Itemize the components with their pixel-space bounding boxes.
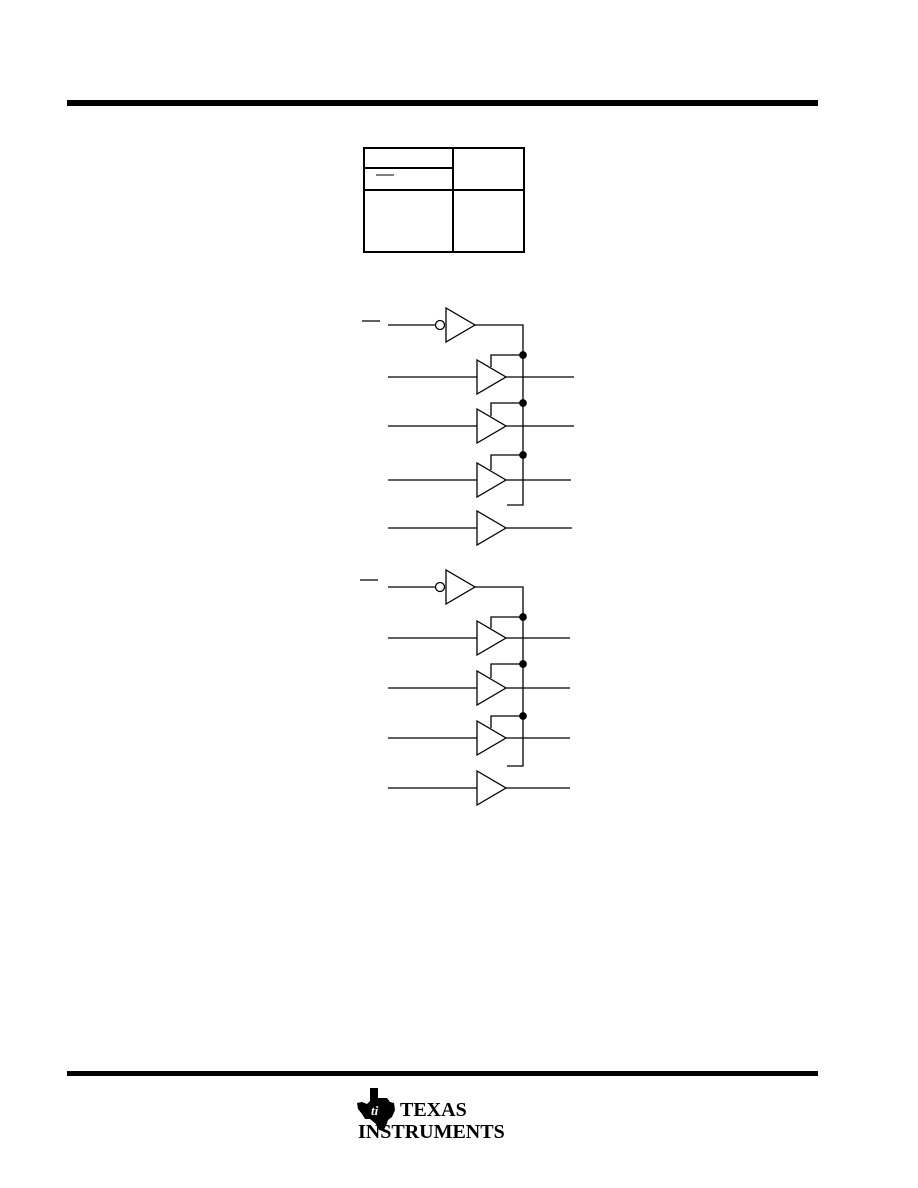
enable-tap bbox=[490, 454, 523, 470]
enable-tap bbox=[490, 354, 523, 367]
texas-instruments-logo: ti TEXAS INSTRUMENTS bbox=[357, 1088, 505, 1142]
junction-dot bbox=[519, 451, 527, 459]
junction-dot bbox=[519, 712, 527, 720]
logic-diagram bbox=[360, 306, 574, 807]
buffer bbox=[476, 509, 508, 547]
enable-buffer bbox=[445, 568, 477, 606]
buffer bbox=[476, 669, 508, 707]
function-table bbox=[363, 147, 525, 253]
buffer-group-2 bbox=[360, 568, 570, 807]
buffer bbox=[476, 719, 508, 757]
ti-glyph: ti bbox=[371, 1103, 379, 1118]
buffer bbox=[476, 461, 508, 499]
junction-dot bbox=[519, 613, 527, 621]
enable-tap bbox=[490, 616, 523, 628]
inversion-bubble bbox=[434, 581, 446, 593]
enable-tap bbox=[490, 663, 523, 678]
enable-bus bbox=[475, 324, 524, 506]
logo-texas: TEXAS bbox=[400, 1099, 467, 1121]
enable-tap bbox=[490, 402, 523, 416]
buffer bbox=[476, 358, 508, 396]
junction-dot bbox=[519, 660, 527, 668]
buffer-group-1 bbox=[362, 306, 574, 547]
enable-tap bbox=[490, 715, 523, 728]
buffer bbox=[476, 619, 508, 657]
enable-bus bbox=[475, 586, 524, 767]
page-graphics bbox=[360, 147, 574, 807]
junction-dot bbox=[519, 399, 527, 407]
enable-buffer bbox=[445, 306, 477, 344]
junction-dot bbox=[519, 351, 527, 359]
buffer bbox=[476, 769, 508, 807]
function-table-border bbox=[363, 147, 525, 253]
inversion-bubble bbox=[434, 319, 446, 331]
header-rule bbox=[67, 100, 818, 106]
footer-rule bbox=[67, 1071, 818, 1076]
texas-state-ti-icon bbox=[357, 1088, 395, 1131]
buffer bbox=[476, 407, 508, 445]
logo-instruments: INSTRUMENTS bbox=[358, 1121, 505, 1142]
